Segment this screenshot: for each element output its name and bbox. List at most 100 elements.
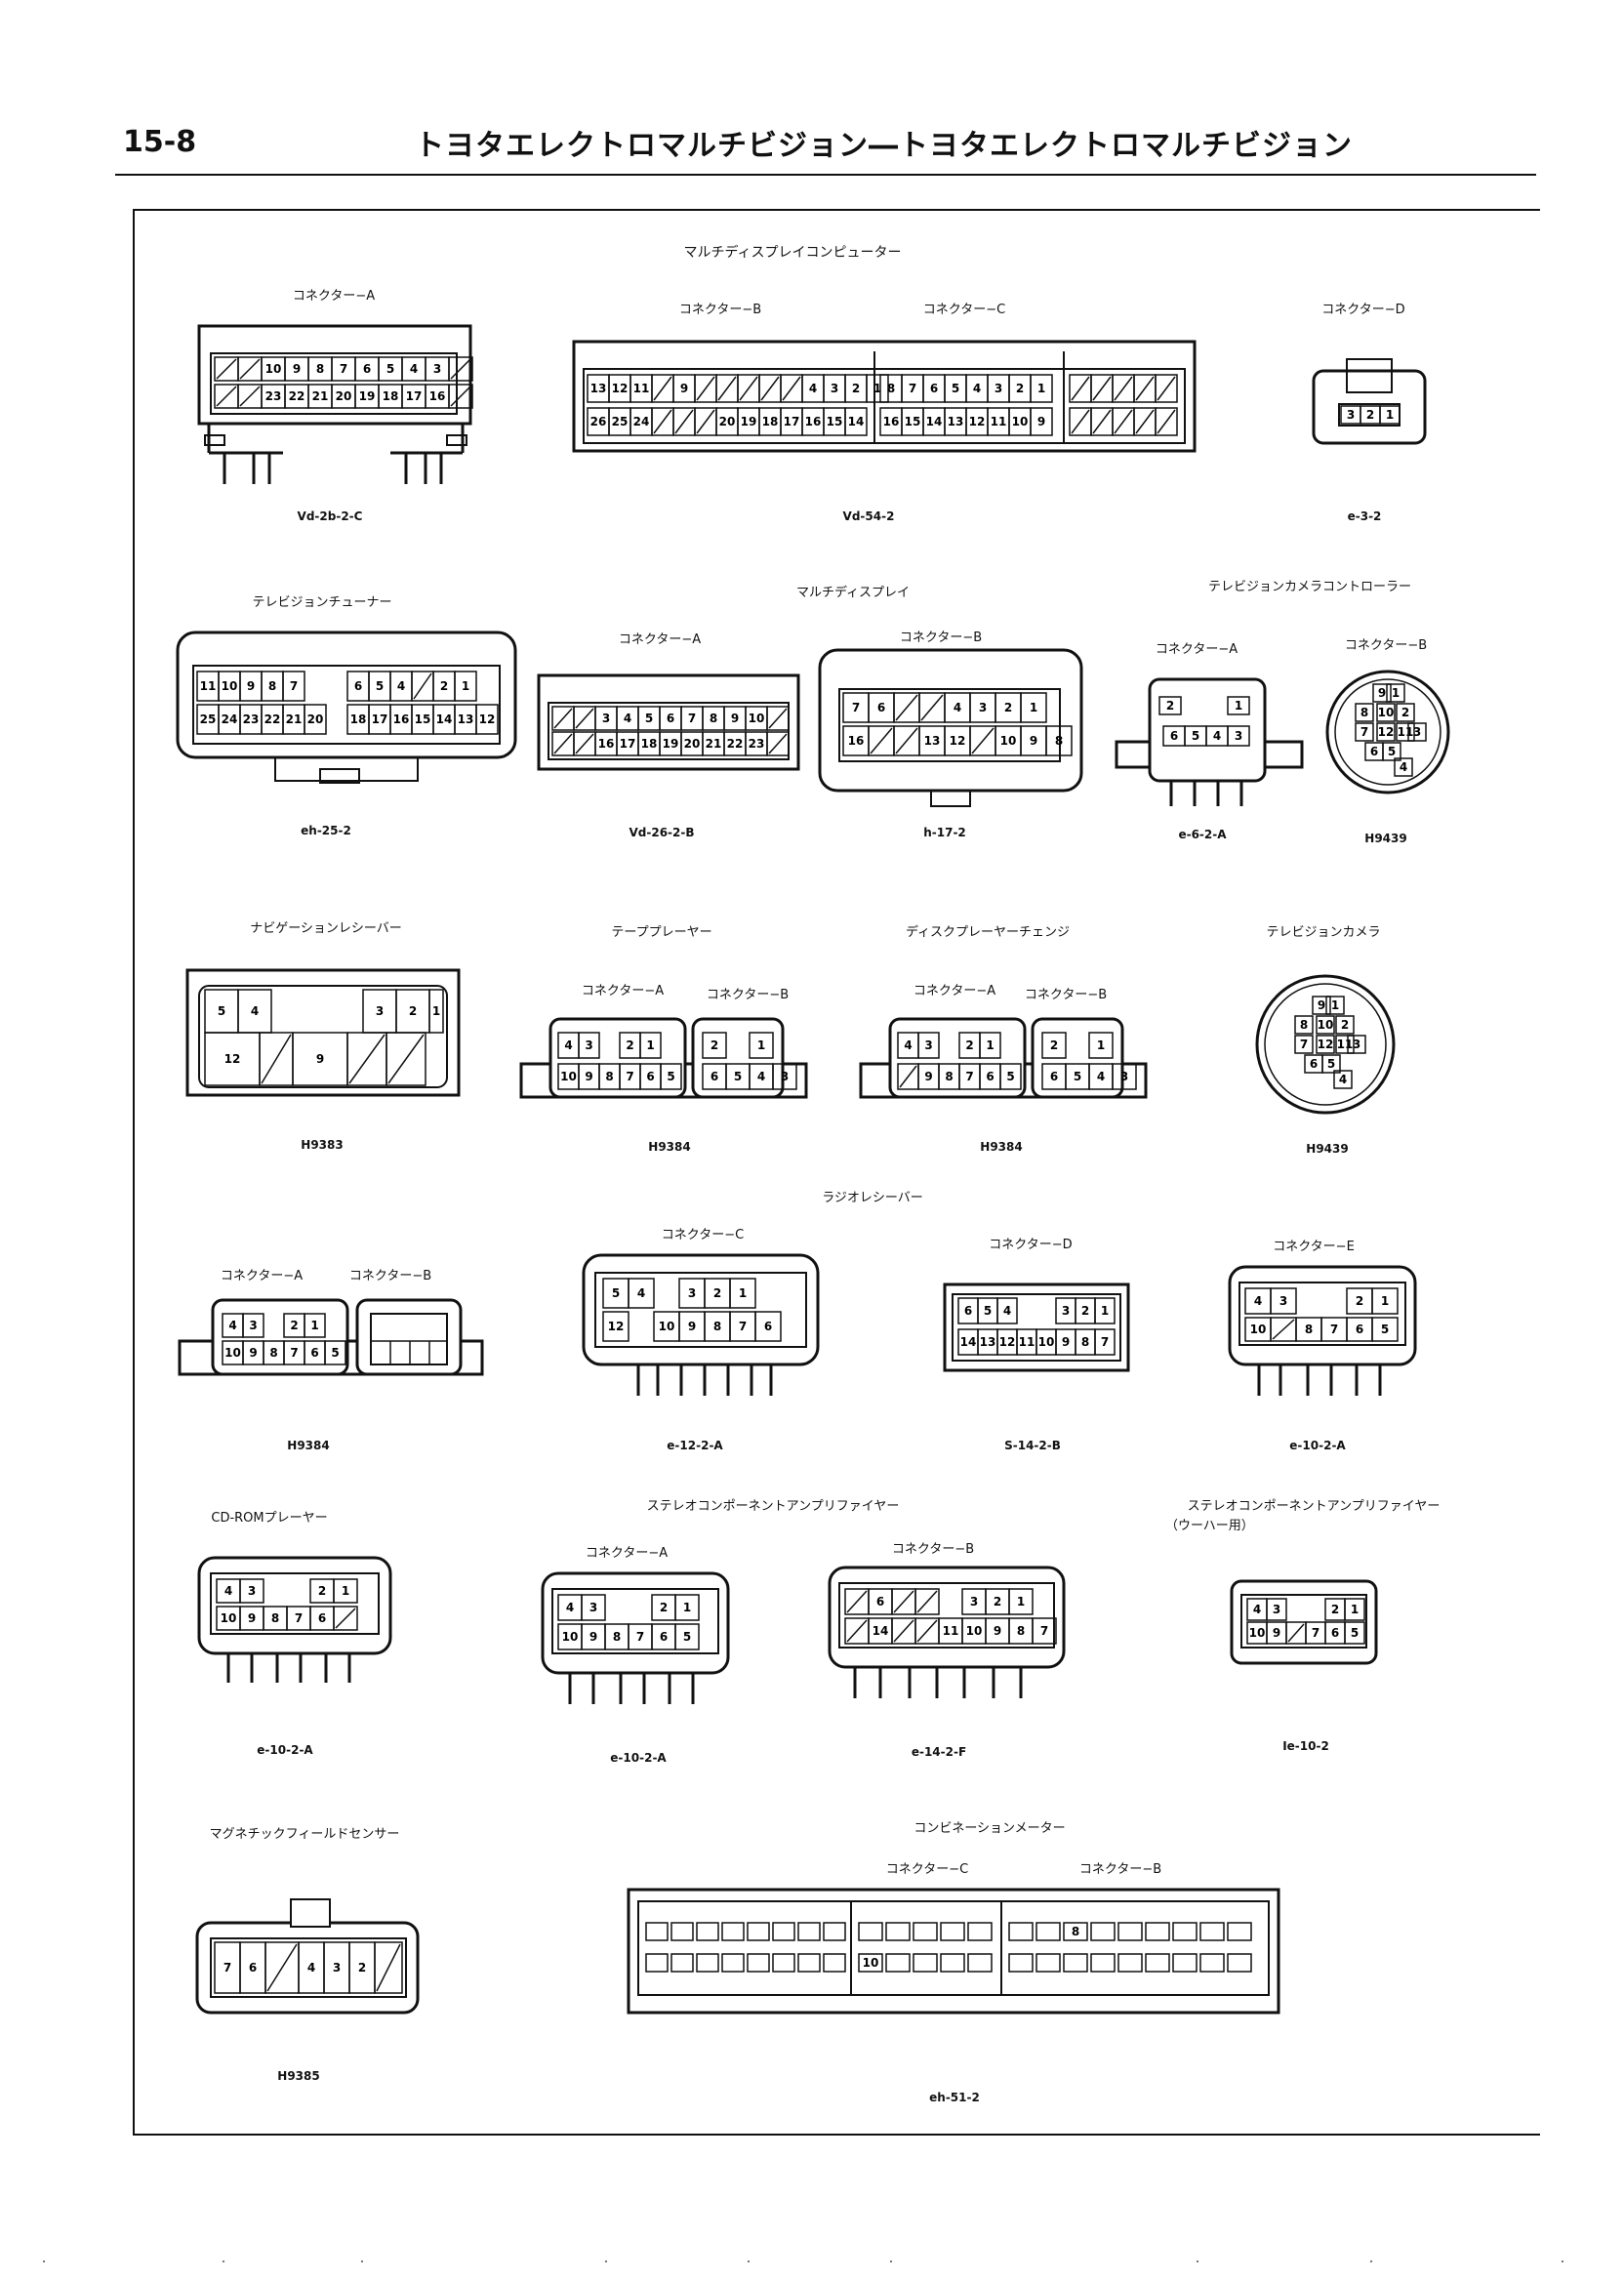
md-a-pin-label: 17 [620, 737, 636, 751]
md-b-pin-label: 13 [924, 734, 941, 748]
tvcam-pin-label: 10 [1318, 1018, 1334, 1032]
tvt-pin-label: 1 [462, 679, 469, 693]
tape-title: テーププレーヤー [611, 925, 712, 940]
mdc-c-pin-label: 12 [969, 415, 986, 428]
tvcc-b-cell [1355, 722, 1374, 742]
meter-connector: 108 [627, 1888, 1280, 2015]
mdc-b-pin-label: 2 [852, 382, 860, 395]
radio-conn-d-label: コネクター−D [989, 1238, 1073, 1252]
md-a-hatch [553, 733, 573, 754]
meter-cell [747, 1922, 770, 1941]
tvcc-a-pin-label: 5 [1192, 729, 1199, 743]
tape-a-cell [639, 1032, 662, 1059]
radio-d-cell [1094, 1328, 1116, 1356]
mdc-b-pin-label: 15 [827, 415, 843, 428]
mdc-b-pin-label: 16 [805, 415, 822, 428]
disc-conn-b-label: コネクター−B [1024, 988, 1108, 1002]
meter-cell [940, 1953, 965, 1973]
disc-b-pin-label: 1 [1097, 1038, 1105, 1052]
tvcc-b-cell [1396, 703, 1415, 722]
amp-title: ステレオコンポーネントアンプリファイヤー [646, 1499, 900, 1514]
nav-code: H9383 [301, 1138, 344, 1152]
tvcc-b-pin-label: 7 [1360, 725, 1368, 739]
tape-a-pin-label: 10 [560, 1070, 577, 1083]
md-b-pin-label: 10 [1000, 734, 1017, 748]
meter-cell [772, 1953, 795, 1973]
nav-cell [428, 989, 444, 1034]
md-a-hatch [575, 733, 594, 754]
mdc-c-pin-label: 8 [887, 382, 895, 395]
cdrom-pin-label: 2 [318, 1584, 326, 1598]
tape-code: H9384 [648, 1140, 691, 1154]
meter-cell [940, 1922, 965, 1941]
mdc-code-d: e-3-2 [1347, 509, 1382, 523]
mdc-c-pin-label: 6 [930, 382, 938, 395]
disc-a-hatch [899, 1065, 917, 1088]
md-a-hatch [575, 708, 594, 729]
meter-cell [772, 1922, 795, 1941]
woofer-pin-label: 7 [1312, 1626, 1320, 1640]
woofer-title: ステレオコンポーネントアンプリファイヤー [1187, 1499, 1441, 1514]
amp-code-a: e-10-2-A [610, 1751, 667, 1765]
md-b-pin-label: 6 [877, 701, 885, 714]
nav-pin-label: 5 [218, 1004, 225, 1018]
mdc-spare-hatch [1114, 376, 1133, 401]
nav-pin-label: 2 [409, 1004, 417, 1018]
amp-b-pin-label: 11 [943, 1624, 959, 1638]
mdc-a-pin-label: 8 [316, 362, 324, 376]
mdc-a-hatch [216, 386, 237, 407]
tvcam-cell [1347, 1035, 1366, 1054]
meter-cell [885, 1922, 911, 1941]
md-b-hatch [920, 694, 944, 721]
mdc-a-pin-label: 17 [406, 389, 423, 403]
nav-title: ナビゲーションレシーバー [250, 921, 402, 936]
mdc-conn-c-label: コネクター−C [922, 303, 1006, 317]
mdc-a-pin-label: 20 [336, 389, 352, 403]
radio-a-pin-label: 6 [310, 1346, 318, 1360]
md-b-hatch [870, 727, 893, 754]
page-footer-dots [0, 2260, 1624, 2264]
md-b-cell [1020, 692, 1047, 723]
tvt-pin-label: 16 [393, 712, 410, 726]
radio-e-cell [1371, 1317, 1399, 1342]
radio-a-pin-label: 3 [249, 1319, 257, 1332]
mdc-a-pin-label: 7 [340, 362, 347, 376]
mdc-spare-hatch [1157, 376, 1176, 401]
tvt-cell [475, 704, 499, 735]
radio-a-pin-label: 10 [224, 1346, 241, 1360]
radio-d-pin-label: 9 [1062, 1335, 1070, 1349]
disc-a-pin-label: 4 [904, 1038, 912, 1052]
amp-a-pin-label: 8 [613, 1630, 621, 1644]
meter-cell [670, 1953, 694, 1973]
radio-code-c: e-12-2-A [667, 1439, 723, 1452]
tvt-pin-label: 2 [440, 679, 448, 693]
meter-cell [1117, 1953, 1143, 1973]
tvcc-a-pin-label: 1 [1235, 699, 1242, 712]
tvcc-a-cell [1158, 696, 1182, 715]
amp-a-cell [674, 1623, 700, 1650]
tvcam-pin-label: 1 [1331, 998, 1339, 1012]
radio-conn-a-label: コネクター−A [220, 1269, 304, 1283]
radio-c-pin-label: 9 [688, 1320, 696, 1333]
tvcam-cell [1316, 1035, 1335, 1054]
meter-cell [721, 1953, 745, 1973]
meter-title: コンビネーションメーター [914, 1821, 1066, 1836]
tvcam-cell [1321, 1054, 1341, 1074]
meter-cell [1008, 1922, 1034, 1941]
md-a-blank-cell [766, 731, 790, 756]
mag-blank-cell [374, 1941, 403, 1994]
radio-c-pin-label: 5 [612, 1286, 620, 1300]
md-a-pin-label: 6 [667, 712, 674, 725]
amp-b-hatch [893, 1590, 914, 1613]
tvcam-pin-label: 8 [1300, 1018, 1308, 1032]
tvcc-b-cell [1376, 722, 1396, 742]
nav-pin-label: 3 [376, 1004, 384, 1018]
radio-c-cell [628, 1278, 655, 1309]
tvt-pin-label: 13 [458, 712, 474, 726]
tvt-pin-label: 12 [479, 712, 496, 726]
tvcc-b-cell [1394, 757, 1413, 777]
md-a-pin-label: 7 [688, 712, 696, 725]
